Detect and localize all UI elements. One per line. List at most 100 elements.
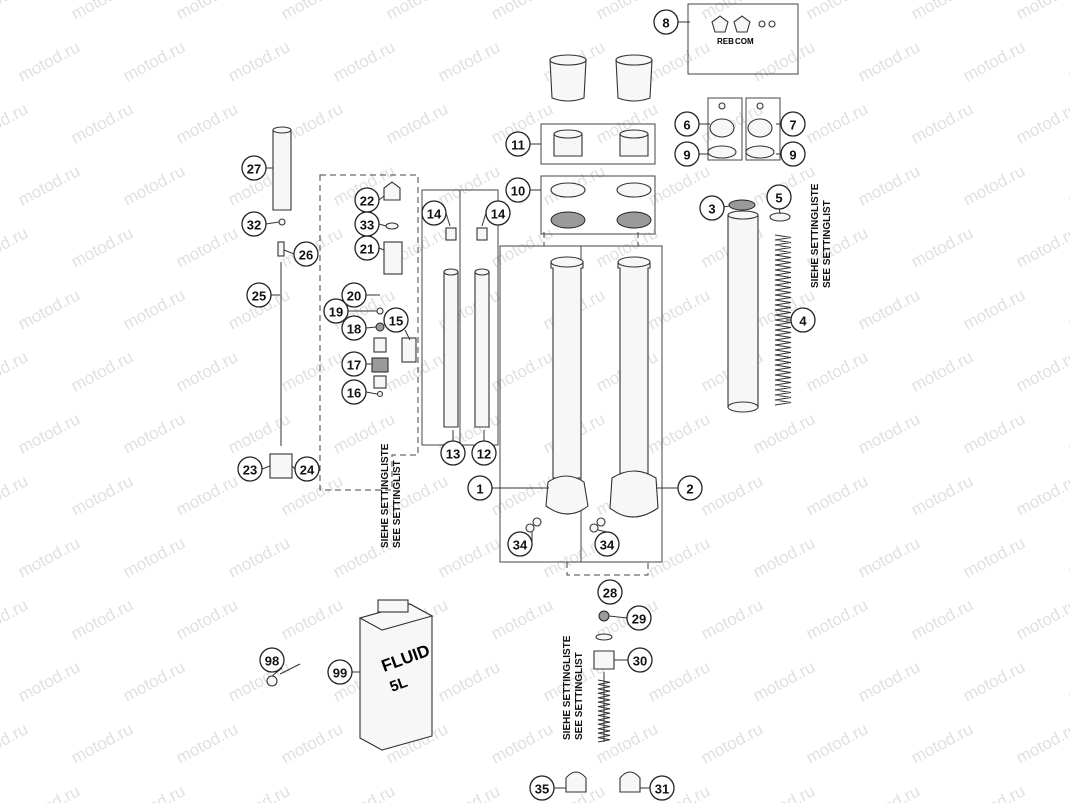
watermark-text: motod.ru <box>803 471 871 519</box>
callout-label: 33 <box>360 218 374 233</box>
watermark-text: motod.ru <box>698 471 766 519</box>
callout-8: 8 <box>653 9 679 35</box>
watermark-text: motod.ru <box>15 781 83 803</box>
seals-10 <box>550 182 652 229</box>
watermark-text: motod.ru <box>0 719 31 767</box>
callout-label: 26 <box>299 248 313 263</box>
adjusters-8: REB COM <box>711 15 776 46</box>
watermark-text: motod.ru <box>908 0 976 24</box>
watermark-text: motod.ru <box>1065 285 1070 333</box>
callout-4: 4 <box>790 307 816 333</box>
watermark-text: motod.ru <box>15 533 83 581</box>
watermark-text: motod.ru <box>803 0 871 24</box>
watermark-text: motod.ru <box>225 781 293 803</box>
watermark-text: motod.ru <box>960 37 1028 85</box>
leader-line <box>404 329 411 341</box>
watermark-text: motod.ru <box>855 781 923 803</box>
watermark-text: motod.ru <box>855 285 923 333</box>
damper-rod-13 <box>443 227 459 428</box>
callout-98: 98 <box>259 647 285 673</box>
callout-label: 19 <box>329 305 343 320</box>
callout-label: 14 <box>491 207 506 222</box>
watermark-text: motod.ru <box>855 409 923 457</box>
callout-3: 3 <box>699 195 725 221</box>
com-label: COM <box>735 37 754 46</box>
part-10-box <box>540 175 656 235</box>
spring-4 <box>774 234 792 406</box>
fork-leg-2 <box>609 256 659 518</box>
cap-6 <box>707 102 737 159</box>
callout-27: 27 <box>241 155 267 181</box>
watermark-text: motod.ru <box>645 37 713 85</box>
callout-17: 17 <box>341 351 367 377</box>
damper-rod-12 <box>474 227 490 428</box>
callout-13: 13 <box>440 440 466 466</box>
watermark-text: motod.ru <box>645 533 713 581</box>
watermark-text: motod.ru <box>173 595 241 643</box>
callout-label: 16 <box>347 386 361 401</box>
watermark-text: motod.ru <box>908 347 976 395</box>
fasteners-34 <box>525 517 606 533</box>
watermark-text: motod.ru <box>1013 99 1070 147</box>
callout-label: 10 <box>511 184 525 199</box>
watermark-text: motod.ru <box>908 595 976 643</box>
watermark-text: motod.ru <box>15 657 83 705</box>
callout-label: 6 <box>683 118 690 133</box>
watermark-text: motod.ru <box>120 533 188 581</box>
callout-label: 27 <box>247 162 261 177</box>
watermark-text: motod.ru <box>68 0 136 24</box>
callout-label: 31 <box>655 782 669 797</box>
lower-damper-parts <box>565 587 641 793</box>
ring-5 <box>769 212 791 222</box>
watermark-text: motod.ru <box>488 0 556 24</box>
callout-9: 9 <box>780 141 806 167</box>
callout-21: 21 <box>354 235 380 261</box>
callout-label: 15 <box>389 314 403 329</box>
callout-29: 29 <box>626 605 652 631</box>
watermark-text: motod.ru <box>15 409 83 457</box>
watermark-text: motod.ru <box>0 471 31 519</box>
callout-label: 29 <box>632 612 646 627</box>
callout-33: 33 <box>354 211 380 237</box>
callout-22: 22 <box>354 187 380 213</box>
watermark-text: motod.ru <box>173 347 241 395</box>
watermark-text: motod.ru <box>803 347 871 395</box>
part-8-box <box>687 3 799 75</box>
callout-label: 4 <box>799 314 807 329</box>
watermark-text: motod.ru <box>855 161 923 209</box>
watermark-text: motod.ru <box>803 595 871 643</box>
watermark-text: motod.ru <box>855 533 923 581</box>
callout-label: 17 <box>347 358 361 373</box>
callout-label: 9 <box>683 148 690 163</box>
watermark-text: motod.ru <box>173 0 241 24</box>
callout-32: 32 <box>241 211 267 237</box>
callout-34: 34 <box>594 531 620 557</box>
watermark-text: motod.ru <box>383 99 451 147</box>
callout-label: 98 <box>265 654 279 669</box>
watermark-text: motod.ru <box>1013 595 1070 643</box>
leader-line <box>378 195 385 201</box>
svg-text:SEE SETTINGLIST: SEE SETTINGLIST <box>392 460 403 548</box>
watermark-text: motod.ru <box>698 719 766 767</box>
watermark-text: motod.ru <box>960 533 1028 581</box>
watermark-text: motod.ru <box>645 285 713 333</box>
watermark-text: motod.ru <box>488 595 556 643</box>
watermark-text: motod.ru <box>225 409 293 457</box>
watermark-text: motod.ru <box>383 347 451 395</box>
callout-35: 35 <box>529 775 555 801</box>
callout-26: 26 <box>293 241 319 267</box>
callout-16: 16 <box>341 379 367 405</box>
watermark-text: motod.ru <box>488 719 556 767</box>
leader-line <box>365 326 377 329</box>
watermark-text: motod.ru <box>1013 719 1070 767</box>
callout-34: 34 <box>507 531 533 557</box>
callout-label: 12 <box>477 447 491 462</box>
watermark-text: motod.ru <box>173 99 241 147</box>
watermark-text: motod.ru <box>1013 471 1070 519</box>
callout-label: 3 <box>708 202 715 217</box>
watermark-text: motod.ru <box>68 595 136 643</box>
callout-10: 10 <box>505 177 531 203</box>
fork-top-cap-right <box>615 54 653 102</box>
watermark-text: motod.ru <box>120 37 188 85</box>
